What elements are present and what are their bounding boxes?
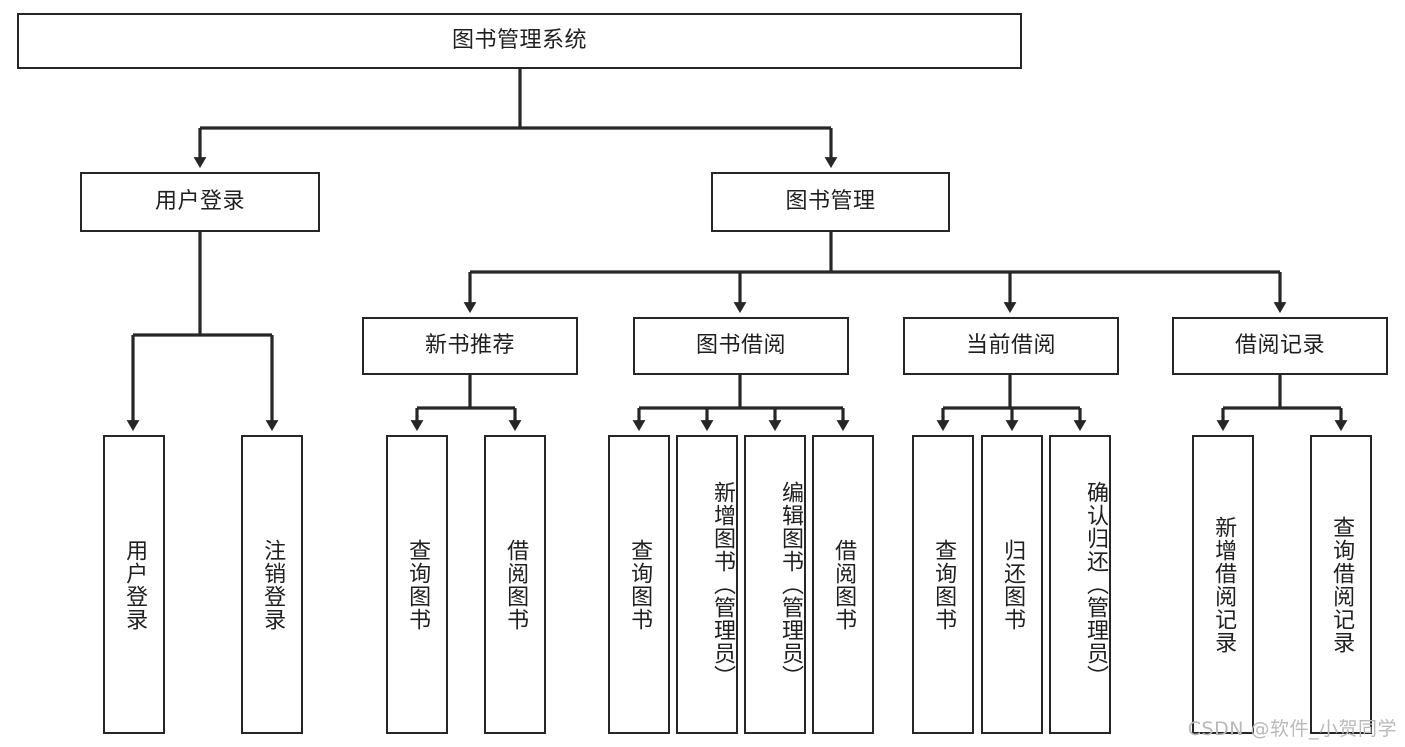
node-current-borrow[interactable]: 当前借阅 [903, 317, 1119, 375]
node-book-management-label: 图书管理 [785, 189, 876, 215]
node-leaf-query-book-recommend[interactable]: 查询图书 [386, 435, 448, 734]
node-leaf-query-book-recommend-label: 查询图书 [405, 538, 431, 631]
node-leaf-return-book[interactable]: 归还图书 [981, 435, 1043, 734]
node-leaf-query-book-borrow-label: 查询图书 [627, 538, 653, 631]
node-leaf-borrow-book-recommend[interactable]: 借阅图书 [484, 435, 546, 734]
node-borrow-record-label: 借阅记录 [1234, 333, 1325, 359]
node-book-borrow[interactable]: 图书借阅 [633, 317, 849, 375]
node-leaf-query-book-current-label: 查询图书 [931, 538, 957, 631]
node-current-borrow-label: 当前借阅 [965, 333, 1056, 359]
node-leaf-query-book-current[interactable]: 查询图书 [912, 435, 974, 734]
node-leaf-edit-book-admin[interactable]: 编辑图书（管理员） [744, 435, 806, 734]
node-borrow-record[interactable]: 借阅记录 [1172, 317, 1388, 375]
node-leaf-edit-book-admin-label: 编辑图书（管理员） [778, 481, 803, 688]
node-leaf-confirm-return-admin-label: 确认归还（管理员） [1083, 481, 1108, 688]
node-user-login-label: 用户登录 [154, 189, 245, 215]
node-leaf-confirm-return-admin[interactable]: 确认归还（管理员） [1049, 435, 1111, 734]
node-new-book-recommend[interactable]: 新书推荐 [362, 317, 578, 375]
node-leaf-borrow-book-label: 借阅图书 [831, 538, 857, 631]
node-leaf-add-borrow-record-label: 新增借阅记录 [1211, 515, 1237, 654]
node-user-login[interactable]: 用户登录 [80, 172, 320, 232]
node-leaf-query-borrow-record-label: 查询借阅记录 [1329, 515, 1355, 654]
node-leaf-return-book-label: 归还图书 [1000, 538, 1026, 631]
csdn-watermark: CSDN @软件_小贺同学 [1187, 718, 1397, 740]
node-leaf-borrow-book[interactable]: 借阅图书 [812, 435, 874, 734]
node-new-book-recommend-label: 新书推荐 [424, 333, 515, 359]
node-leaf-borrow-book-recommend-label: 借阅图书 [503, 538, 529, 631]
node-leaf-add-book-admin[interactable]: 新增图书（管理员） [676, 435, 738, 734]
node-book-borrow-label: 图书借阅 [695, 333, 786, 359]
node-root-label: 图书管理系统 [451, 28, 587, 54]
node-leaf-query-borrow-record[interactable]: 查询借阅记录 [1310, 435, 1372, 734]
node-leaf-logout-login-label: 注销登录 [260, 538, 286, 631]
node-leaf-add-book-admin-label: 新增图书（管理员） [710, 481, 735, 688]
node-leaf-user-login[interactable]: 用户登录 [103, 435, 165, 734]
node-leaf-query-book-borrow[interactable]: 查询图书 [608, 435, 670, 734]
node-leaf-user-login-label: 用户登录 [122, 538, 148, 631]
node-leaf-logout-login[interactable]: 注销登录 [241, 435, 303, 734]
node-book-management[interactable]: 图书管理 [711, 172, 950, 232]
node-leaf-add-borrow-record[interactable]: 新增借阅记录 [1192, 435, 1254, 734]
node-root[interactable]: 图书管理系统 [17, 13, 1022, 69]
